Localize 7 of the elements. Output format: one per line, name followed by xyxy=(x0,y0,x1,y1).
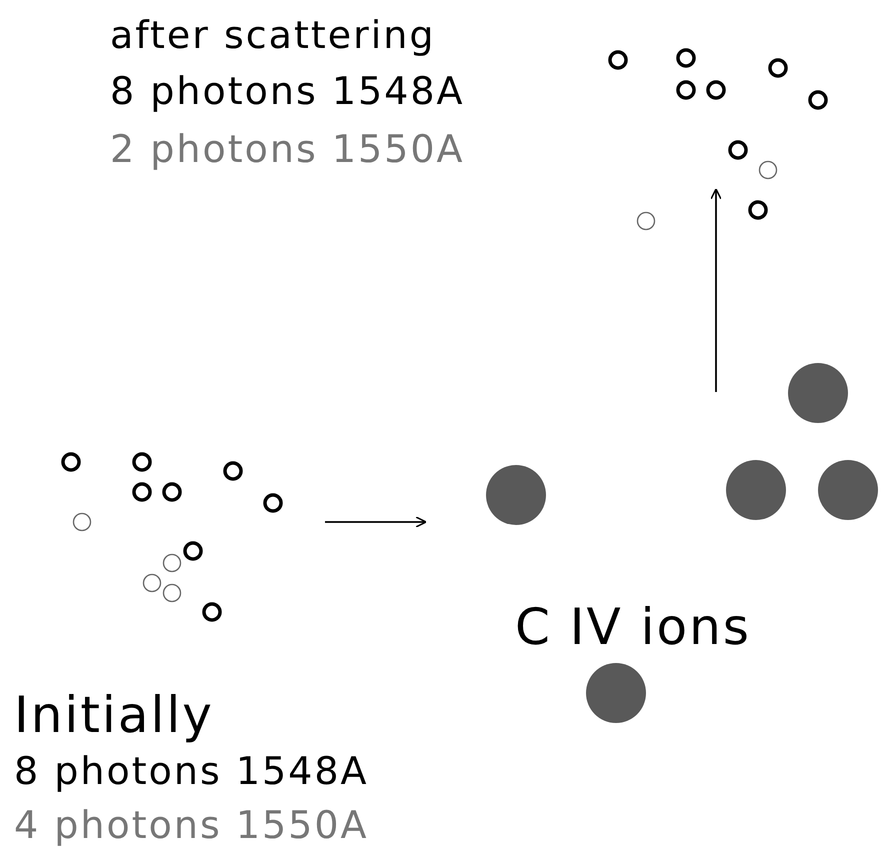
photon-count-text: 2 photons 1550A xyxy=(110,130,465,168)
ion-label: C IV ions xyxy=(515,602,751,652)
photon-count-text: 8 photons 1548A xyxy=(14,752,369,790)
heading-text: after scattering xyxy=(110,16,436,54)
heading-text: Initially xyxy=(14,690,214,740)
photon-count-text: 8 photons 1548A xyxy=(110,72,465,110)
photon-count-text: 4 photons 1550A xyxy=(14,806,369,844)
